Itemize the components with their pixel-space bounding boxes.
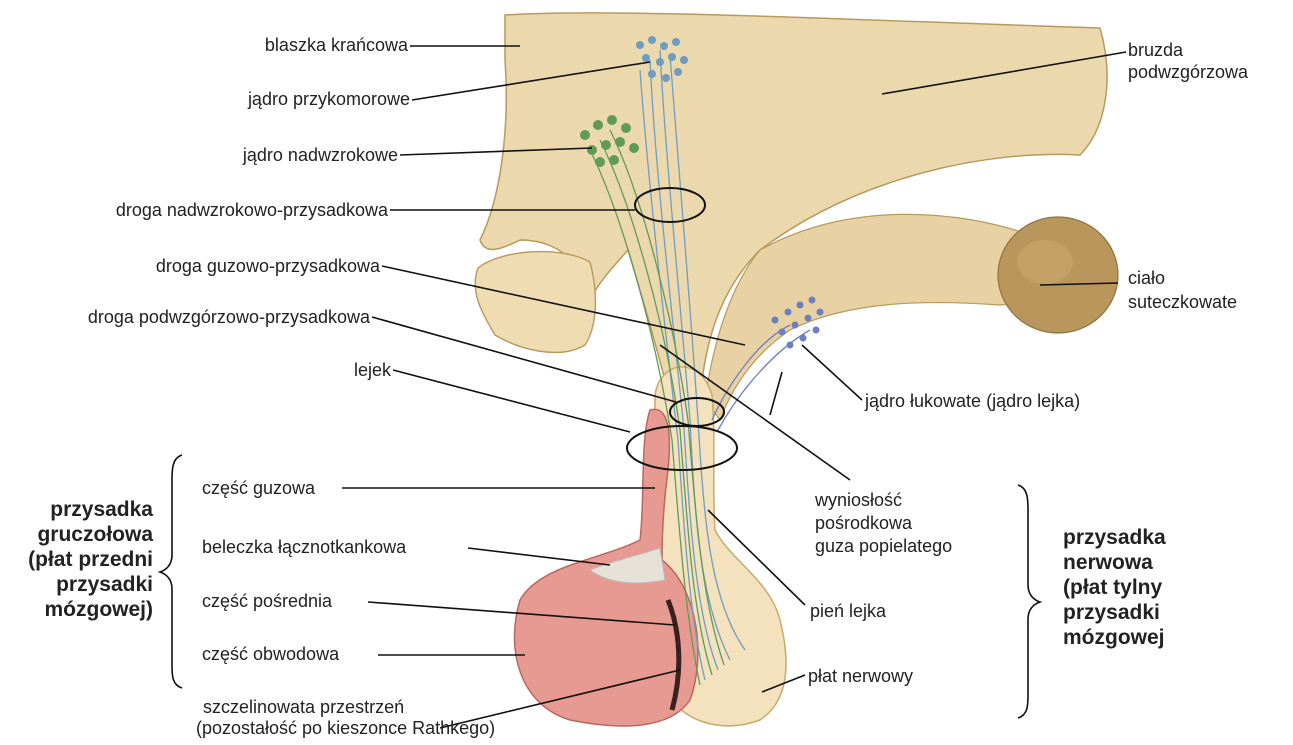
nerwowa-line-3: (płat tylny — [1063, 575, 1166, 600]
label-szczelinowata-przestrzen: szczelinowata przestrzeń — [203, 697, 404, 717]
label-cialo: ciało — [1128, 268, 1165, 288]
nerwowa-line-4: przysadki — [1063, 600, 1166, 625]
label-wyniosc: wyniosłość — [815, 490, 902, 510]
brace-left — [160, 455, 182, 688]
label-lejek: lejek — [354, 360, 391, 380]
label-jadro-przykomorowe: jądro przykomorowe — [248, 89, 410, 109]
group-przysadka-nerwowa: przysadka nerwowa (płat tylny przysadki … — [1063, 525, 1166, 650]
optic-chiasm — [475, 252, 595, 353]
label-czesc-posrednia: część pośrednia — [202, 591, 332, 611]
label-jadro-nadwzrokowe: jądro nadwzrokowe — [243, 145, 398, 165]
nerwowa-line-1: przysadka — [1063, 525, 1166, 550]
gruczolowa-line-1: przysadka — [28, 497, 153, 522]
gruczolowa-line-5: mózgowej) — [28, 597, 153, 622]
label-plat-nerwowy: płat nerwowy — [808, 666, 913, 686]
label-pien-lejka: pień lejka — [810, 601, 886, 621]
label-suteczkowate: suteczkowate — [1128, 292, 1237, 312]
label-bruzda: bruzda — [1128, 40, 1183, 60]
label-droga-podwzgorzowo-przysadkowa: droga podwzgórzowo-przysadkowa — [88, 307, 370, 327]
label-czesc-guzowa: część guzowa — [202, 478, 315, 498]
label-pozostalosc-rathkego: (pozostałość po kieszonce Rathkego) — [196, 718, 495, 738]
label-guza-popielatego: guza popielatego — [815, 536, 952, 556]
gruczolowa-line-2: gruczołowa — [28, 522, 153, 547]
label-droga-nadwzrokowo-przysadkowa: droga nadwzrokowo-przysadkowa — [116, 200, 388, 220]
nerwowa-line-5: mózgowej — [1063, 625, 1166, 650]
label-beleczka-lacznotkankowa: beleczka łącznotkankowa — [202, 537, 406, 557]
gruczolowa-line-4: przysadki — [28, 572, 153, 597]
nerwowa-line-2: nerwowa — [1063, 550, 1166, 575]
gruczolowa-line-3: (płat przedni — [28, 547, 153, 572]
brace-right — [1018, 485, 1040, 718]
label-jadro-lukowate: jądro łukowate (jądro lejka) — [865, 391, 1080, 411]
label-posrodkowa: pośrodkowa — [815, 513, 912, 533]
label-blaszka-krancowa: blaszka krańcowa — [265, 35, 408, 55]
label-podwzgorzowa: podwzgórzowa — [1128, 62, 1248, 82]
group-przysadka-gruczolowa: przysadka gruczołowa (płat przedni przys… — [28, 497, 153, 622]
label-czesc-obwodowa: część obwodowa — [202, 644, 339, 664]
label-droga-guzowo-przysadkowa: droga guzowo-przysadkowa — [156, 256, 380, 276]
